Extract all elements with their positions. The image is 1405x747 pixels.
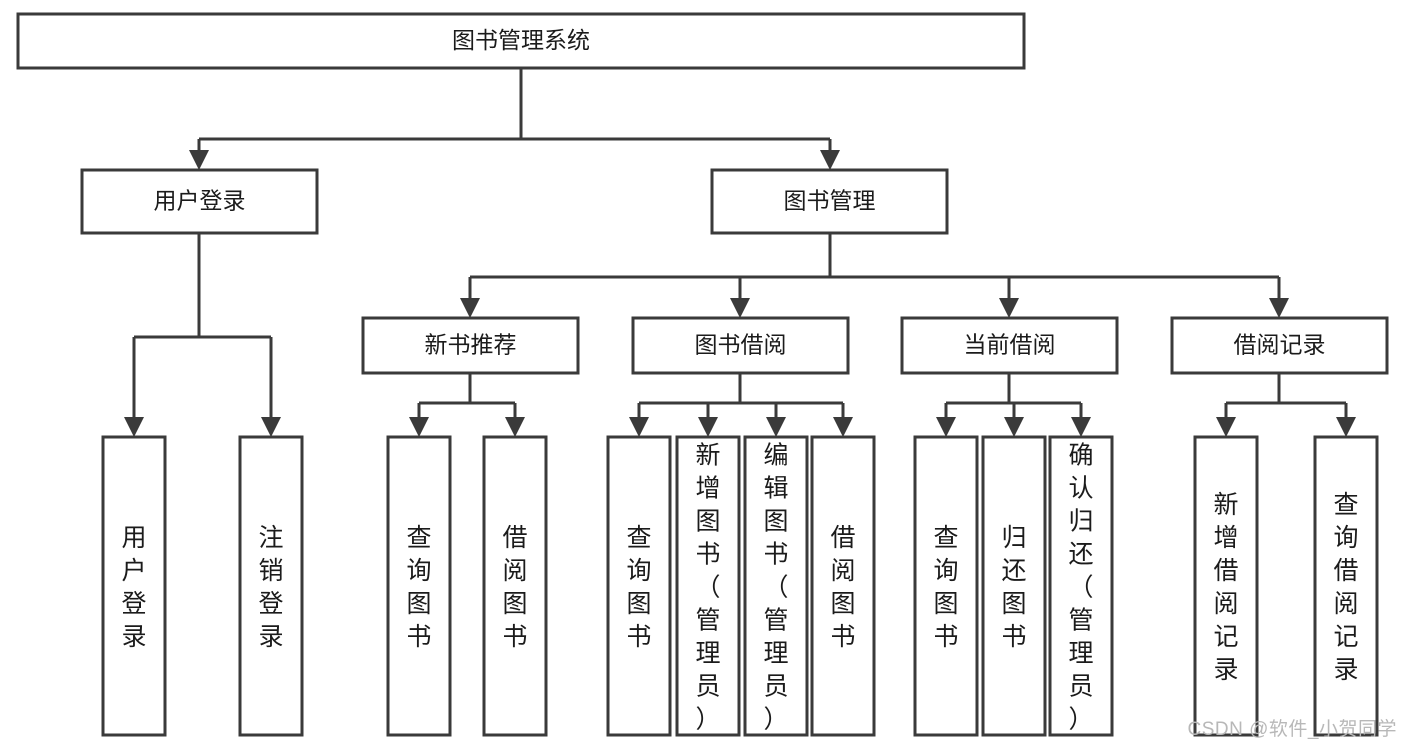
node-label-book-borrow: 图书借阅: [695, 332, 787, 358]
node-label-leaf-query-record: 查询借阅记录: [1333, 491, 1358, 684]
node-label-leaf-borrow-book: 借阅图书: [830, 524, 855, 651]
node-box-root[interactable]: [16, 12, 1026, 70]
node-leaf-return-book[interactable]: 归还图书: [981, 435, 1047, 737]
node-label-leaf-query-book-rec: 查询图书: [406, 524, 431, 651]
node-box-leaf-user-login[interactable]: [101, 435, 167, 737]
node-leaf-query-book-rec[interactable]: 查询图书: [386, 435, 452, 737]
node-box-current-borrow[interactable]: [900, 316, 1119, 375]
node-label-current-borrow: 当前借阅: [964, 332, 1056, 358]
node-box-book-borrow[interactable]: [631, 316, 850, 375]
node-leaf-query-book-current[interactable]: 查询图书: [913, 435, 979, 737]
node-box-leaf-borrow-book[interactable]: [810, 435, 876, 737]
node-book-management[interactable]: 图书管理: [710, 168, 949, 235]
node-box-leaf-query-record[interactable]: [1313, 435, 1379, 737]
arrowhead-leaf-confirm-return: [1071, 417, 1091, 437]
node-current-borrow[interactable]: 当前借阅: [900, 316, 1119, 375]
nodes-layer: 图书管理系统用户登录图书管理新书推荐图书借阅当前借阅借阅记录用户登录注销登录查询…: [16, 12, 1389, 737]
node-label-leaf-query-book-current: 查询图书: [933, 524, 958, 651]
arrowhead-leaf-logout: [261, 417, 281, 437]
node-box-new-book-recommend[interactable]: [361, 316, 580, 375]
node-box-leaf-edit-book[interactable]: [743, 435, 809, 737]
node-leaf-add-book[interactable]: 新增图书（管理员）: [675, 435, 741, 737]
node-leaf-user-login[interactable]: 用户登录: [101, 435, 167, 737]
arrowhead-leaf-return-book: [1004, 417, 1024, 437]
csdn-watermark: CSDN @软件_小贺同学: [1187, 719, 1397, 740]
arrowhead-borrow-record: [1269, 298, 1289, 318]
arrowhead-book-management: [820, 150, 840, 170]
node-box-user-login[interactable]: [80, 168, 319, 235]
node-box-borrow-record[interactable]: [1170, 316, 1389, 375]
node-leaf-logout[interactable]: 注销登录: [238, 435, 304, 737]
arrowhead-leaf-query-book-borrow: [629, 417, 649, 437]
node-label-leaf-return-book: 归还图书: [1001, 524, 1026, 651]
node-box-leaf-add-book[interactable]: [675, 435, 741, 737]
arrowhead-leaf-add-book: [698, 417, 718, 437]
node-leaf-confirm-return[interactable]: 确认归还（管理员）: [1048, 435, 1114, 737]
node-label-book-management: 图书管理: [784, 188, 876, 214]
node-label-user-login: 用户登录: [154, 188, 246, 214]
arrowhead-user-login: [189, 150, 209, 170]
node-label-leaf-confirm-return: 确认归还（管理员）: [1068, 442, 1093, 734]
arrowhead-leaf-edit-book: [766, 417, 786, 437]
arrowhead-current-borrow: [999, 298, 1019, 318]
node-label-leaf-borrow-book-rec: 借阅图书: [502, 524, 527, 651]
arrowhead-leaf-add-record: [1216, 417, 1236, 437]
node-box-leaf-query-book-current[interactable]: [913, 435, 979, 737]
node-leaf-borrow-book-rec[interactable]: 借阅图书: [482, 435, 548, 737]
node-label-leaf-logout: 注销登录: [258, 524, 283, 651]
arrowhead-leaf-query-book-current: [936, 417, 956, 437]
arrowhead-leaf-borrow-book-rec: [505, 417, 525, 437]
node-user-login[interactable]: 用户登录: [80, 168, 319, 235]
arrowhead-leaf-user-login: [124, 417, 144, 437]
arrowhead-leaf-borrow-book: [833, 417, 853, 437]
arrowhead-new-book-recommend: [460, 298, 480, 318]
node-label-leaf-add-book: 新增图书（管理员）: [695, 442, 720, 734]
node-label-root: 图书管理系统: [452, 27, 590, 53]
node-leaf-query-book-borrow[interactable]: 查询图书: [606, 435, 672, 737]
connector-layer: [124, 68, 1356, 437]
node-box-leaf-logout[interactable]: [238, 435, 304, 737]
node-box-leaf-add-record[interactable]: [1193, 435, 1259, 737]
arrowhead-leaf-query-record: [1336, 417, 1356, 437]
node-new-book-recommend[interactable]: 新书推荐: [361, 316, 580, 375]
node-label-leaf-query-book-borrow: 查询图书: [626, 524, 651, 651]
node-label-borrow-record: 借阅记录: [1234, 332, 1326, 358]
node-box-leaf-confirm-return[interactable]: [1048, 435, 1114, 737]
node-root[interactable]: 图书管理系统: [16, 12, 1026, 70]
node-box-leaf-query-book-borrow[interactable]: [606, 435, 672, 737]
node-leaf-borrow-book[interactable]: 借阅图书: [810, 435, 876, 737]
node-borrow-record[interactable]: 借阅记录: [1170, 316, 1389, 375]
arrowhead-leaf-query-book-rec: [409, 417, 429, 437]
node-box-leaf-borrow-book-rec[interactable]: [482, 435, 548, 737]
node-label-leaf-user-login: 用户登录: [121, 524, 146, 651]
node-leaf-add-record[interactable]: 新增借阅记录: [1193, 435, 1259, 737]
node-box-leaf-return-book[interactable]: [981, 435, 1047, 737]
arrowhead-book-borrow: [730, 298, 750, 318]
node-box-leaf-query-book-rec[interactable]: [386, 435, 452, 737]
node-label-new-book-recommend: 新书推荐: [425, 332, 517, 358]
node-leaf-edit-book[interactable]: 编辑图书（管理员）: [743, 435, 809, 737]
node-box-book-management[interactable]: [710, 168, 949, 235]
node-label-leaf-edit-book: 编辑图书（管理员）: [763, 442, 788, 734]
node-book-borrow[interactable]: 图书借阅: [631, 316, 850, 375]
node-leaf-query-record[interactable]: 查询借阅记录: [1313, 435, 1379, 737]
node-label-leaf-add-record: 新增借阅记录: [1213, 491, 1238, 684]
